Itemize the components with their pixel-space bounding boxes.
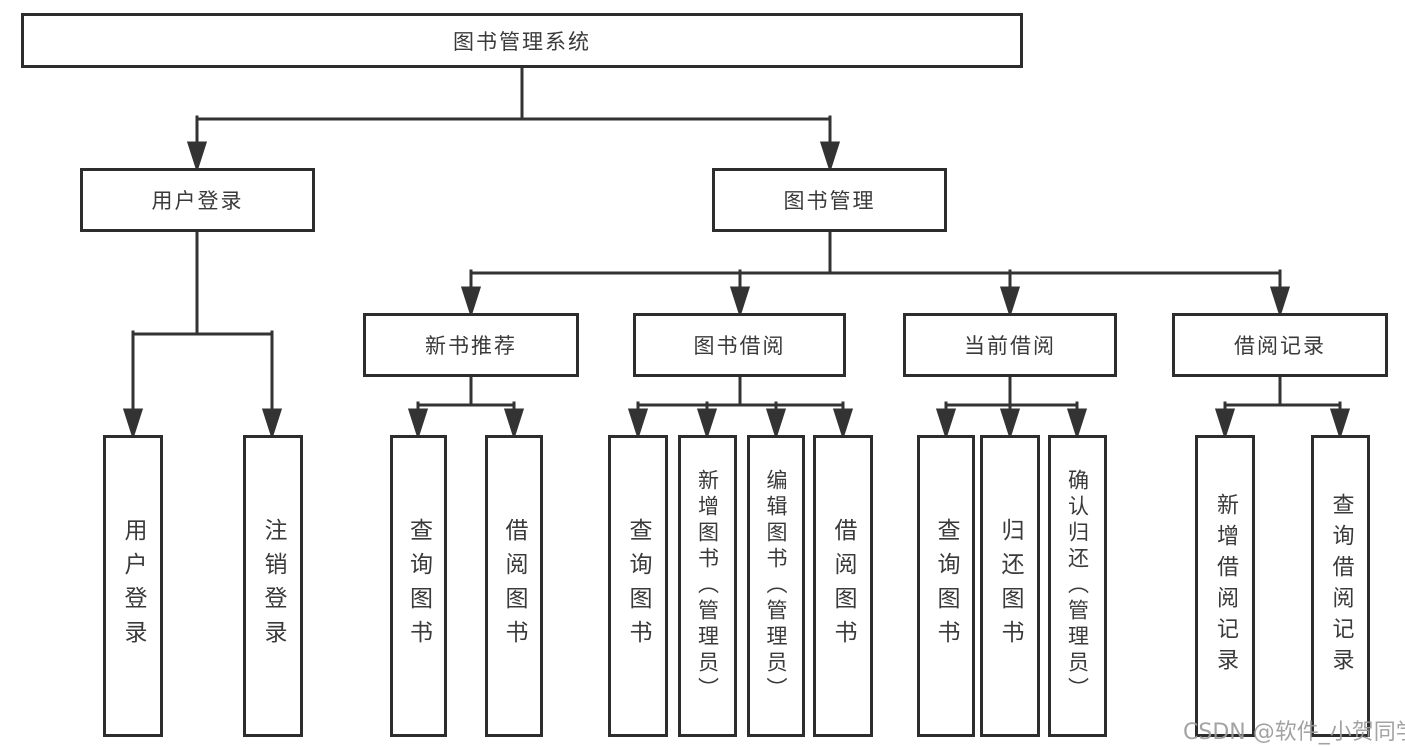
leaf-query-books-current: 查询图书 bbox=[917, 435, 975, 737]
leaf-confirm-return-admin: 确认归还（管理员） bbox=[1048, 435, 1107, 737]
node-root-system: 图书管理系统 bbox=[21, 13, 1023, 68]
csdn-watermark: CSDN @软件_小贺同学 bbox=[1183, 720, 1405, 745]
node-user-login: 用户登录 bbox=[80, 168, 315, 232]
leaf-query-books-borrow: 查询图书 bbox=[608, 435, 668, 737]
leaf-user-login: 用户登录 bbox=[103, 435, 163, 737]
node-book-management: 图书管理 bbox=[712, 168, 947, 232]
node-borrow-record: 借阅记录 bbox=[1172, 313, 1388, 377]
leaf-query-books-recommend-label: 查询图书 bbox=[405, 518, 432, 654]
leaf-borrow-books-recommend: 借阅图书 bbox=[485, 435, 543, 737]
leaf-user-login-label: 用户登录 bbox=[120, 518, 146, 654]
leaf-query-books-current-label: 查询图书 bbox=[933, 518, 959, 654]
leaf-edit-books-admin: 编辑图书（管理员） bbox=[747, 435, 805, 737]
leaf-logout: 注销登录 bbox=[243, 435, 303, 737]
leaf-add-borrow-record: 新增借阅记录 bbox=[1195, 435, 1255, 737]
node-current-borrow: 当前借阅 bbox=[903, 313, 1117, 377]
leaf-borrow-books-recommend-label: 借阅图书 bbox=[501, 518, 527, 654]
node-book-borrow: 图书借阅 bbox=[633, 313, 846, 377]
leaf-return-books-label: 归还图书 bbox=[997, 518, 1023, 654]
leaf-confirm-return-admin-label: 确认归还（管理员） bbox=[1065, 469, 1090, 703]
node-new-book-recommend: 新书推荐 bbox=[363, 313, 579, 377]
leaf-query-books-recommend: 查询图书 bbox=[390, 435, 447, 737]
leaf-add-borrow-record-label: 新增借阅记录 bbox=[1213, 493, 1238, 679]
leaf-borrow-books-label: 借阅图书 bbox=[830, 518, 856, 654]
leaf-add-books-admin-label: 新增图书（管理员） bbox=[695, 469, 720, 703]
leaf-edit-books-admin-label: 编辑图书（管理员） bbox=[764, 469, 788, 703]
leaf-borrow-books: 借阅图书 bbox=[813, 435, 873, 737]
leaf-query-borrow-record-label: 查询借阅记录 bbox=[1328, 493, 1354, 679]
leaf-query-books-borrow-label: 查询图书 bbox=[625, 518, 651, 654]
leaf-add-books-admin: 新增图书（管理员） bbox=[678, 435, 737, 737]
leaf-return-books: 归还图书 bbox=[980, 435, 1040, 737]
leaf-logout-label: 注销登录 bbox=[260, 518, 286, 654]
leaf-query-borrow-record: 查询借阅记录 bbox=[1311, 435, 1370, 737]
